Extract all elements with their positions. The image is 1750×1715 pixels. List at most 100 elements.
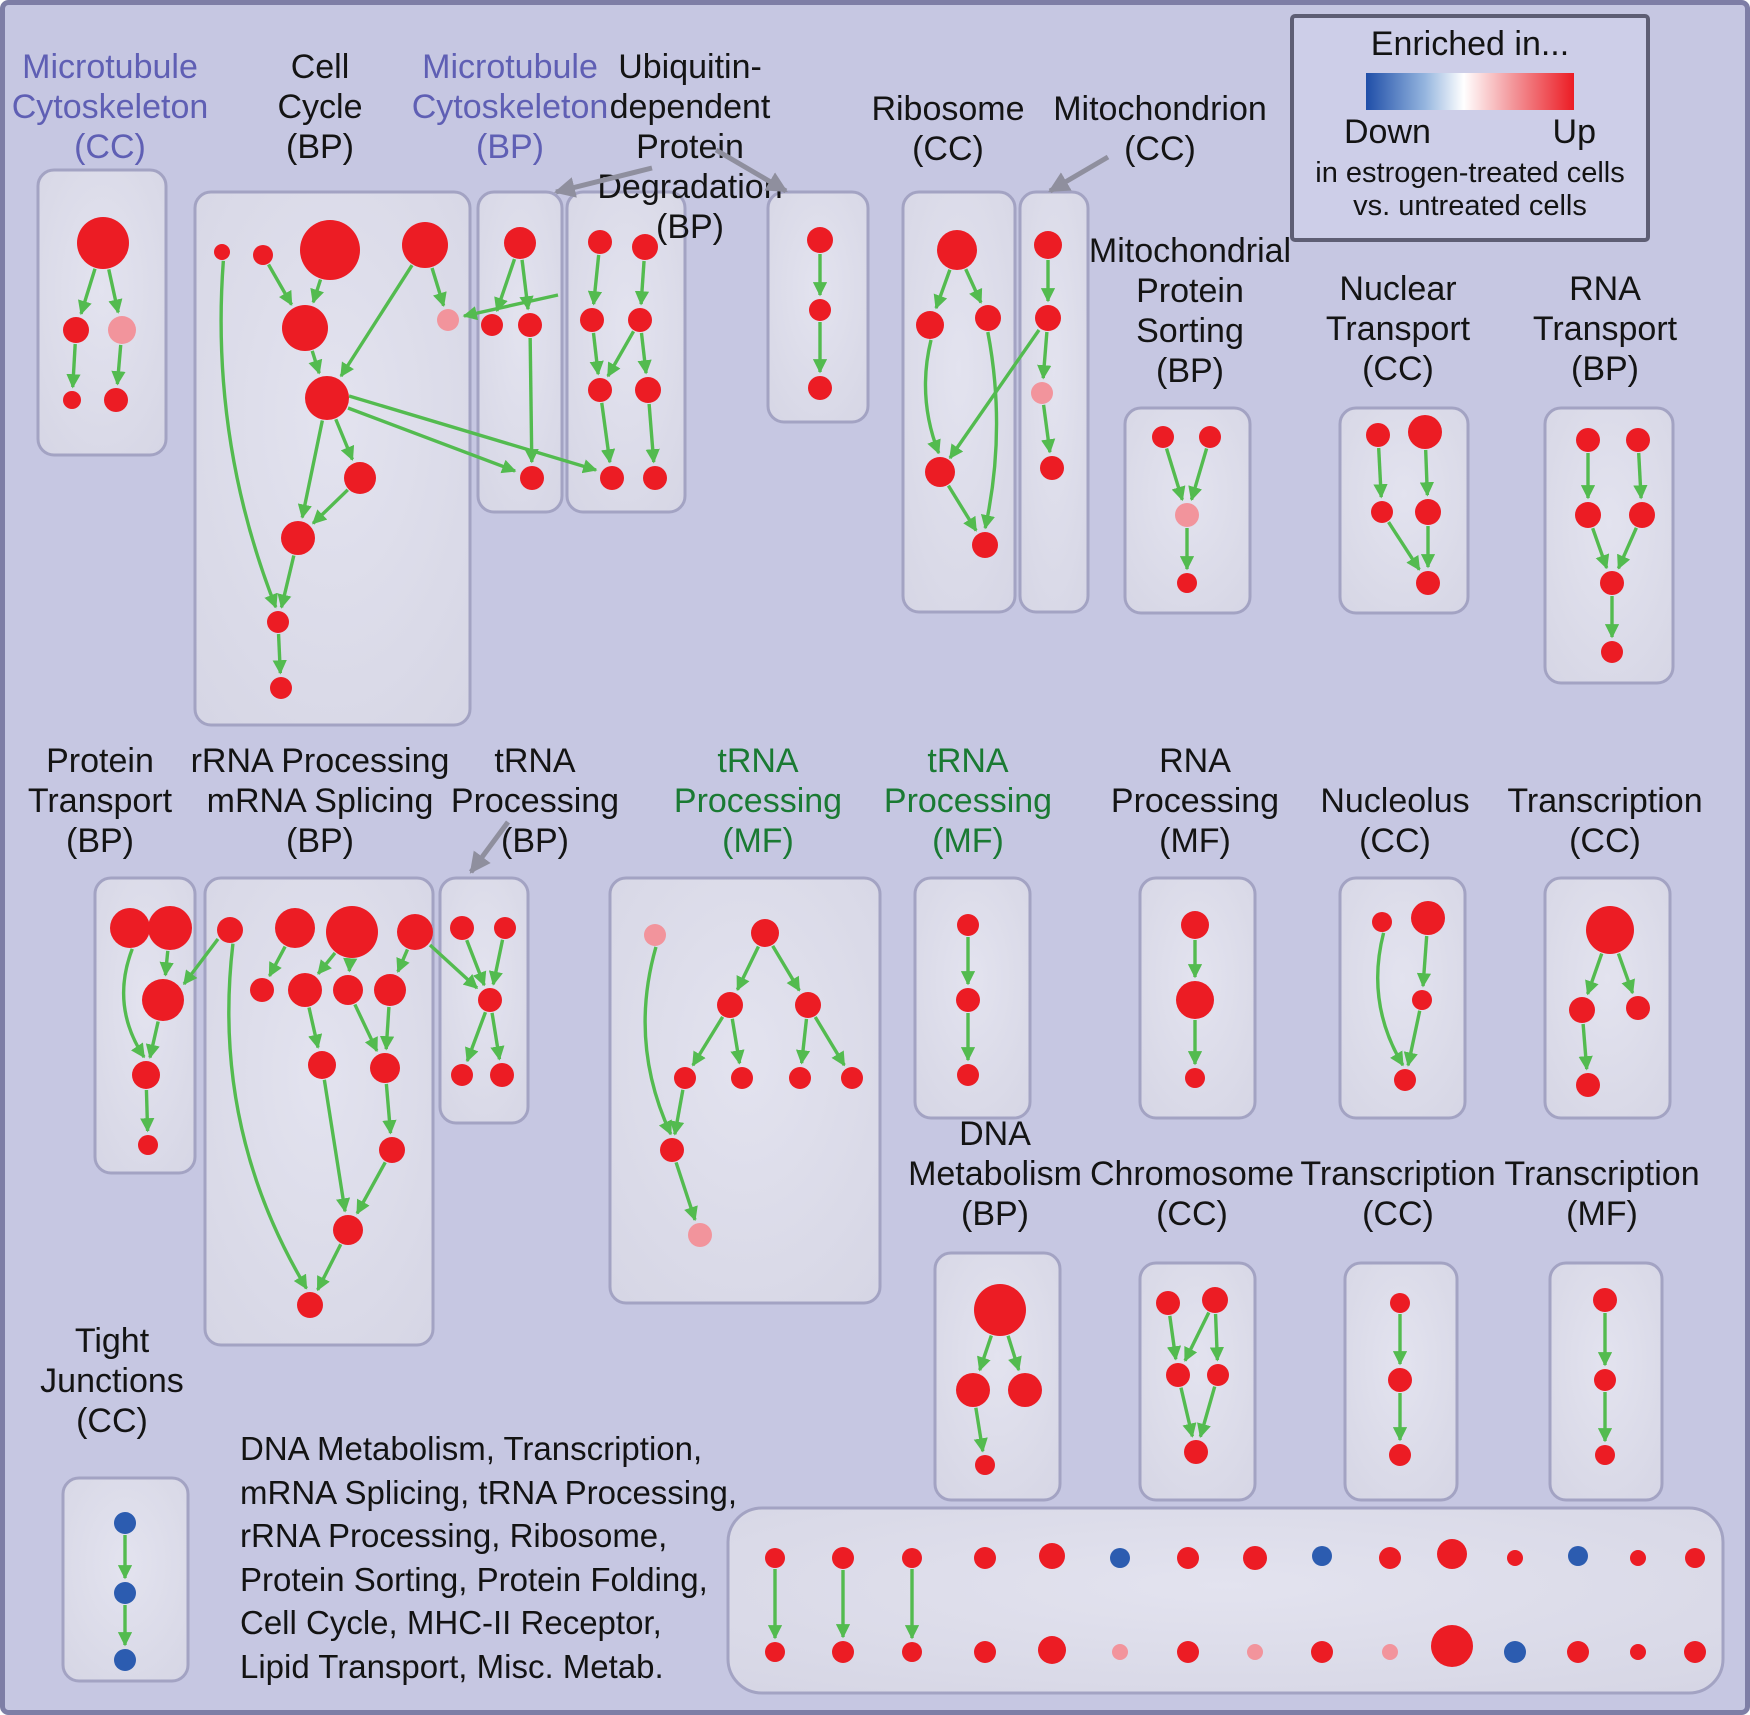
- gene-node-red: [1394, 1069, 1416, 1091]
- gene-node-pink: [437, 309, 459, 331]
- footnote-line-6: Lipid Transport, Misc. Metab.: [240, 1647, 664, 1685]
- legend: Enriched in... Down Up in estrogen-treat…: [1290, 14, 1650, 242]
- edge-arrow: [1585, 953, 1604, 996]
- label-pointer-arrow: [1048, 154, 1110, 194]
- gene-node-red: [1202, 1287, 1228, 1313]
- gene-node-red: [1181, 911, 1209, 939]
- gene-node-red: [481, 314, 503, 336]
- gene-node-red: [1575, 502, 1601, 528]
- gene-node-red: [632, 234, 658, 260]
- gene-node-red: [937, 230, 977, 270]
- gene-node-red: [1152, 426, 1174, 448]
- gene-node-pink: [1382, 1644, 1398, 1660]
- gene-node-red: [77, 217, 129, 269]
- edge-arrow: [353, 1003, 379, 1053]
- gene-node-red: [110, 908, 150, 948]
- edge-arrow: [795, 1018, 811, 1065]
- edge-arrow: [490, 1012, 505, 1061]
- gene-node-red: [975, 305, 1001, 331]
- edge-arrow: [277, 555, 296, 609]
- edge-arrow: [946, 484, 978, 532]
- edge-arrow: [1616, 952, 1635, 995]
- gene-node-red: [253, 245, 273, 265]
- gene-node-red: [1207, 1364, 1229, 1386]
- gene-node-red: [1576, 428, 1600, 452]
- edge-arrow: [430, 267, 447, 308]
- edge-arrow: [310, 279, 324, 304]
- edge-arrow: [973, 1407, 988, 1453]
- gene-node-red: [1408, 415, 1442, 449]
- edge-arrow: [322, 1079, 351, 1213]
- label-pointer-arrow: [553, 165, 653, 198]
- legend-gradient-bar: [1366, 73, 1574, 110]
- footnote-line-2: mRNA Splicing, tRNA Processing,: [240, 1473, 738, 1511]
- cross-cluster-edge-arrow: [182, 937, 220, 986]
- cluster-label-chromosome-cc: Chromosome(CC): [1090, 1155, 1294, 1233]
- gene-node-red: [1039, 1543, 1065, 1569]
- edge-arrow: [272, 633, 287, 675]
- cross-cluster-edge-arrow: [462, 293, 559, 321]
- gene-node-red: [1176, 981, 1214, 1019]
- edge-arrow: [730, 1018, 745, 1065]
- node-layer: [63, 217, 1706, 1671]
- edge-arrow: [587, 254, 603, 306]
- edge-arrow: [813, 1016, 846, 1067]
- gene-node-red: [972, 532, 998, 558]
- edge-arrow: [494, 258, 517, 313]
- gene-node-red: [308, 1051, 336, 1079]
- gene-node-red: [1567, 1641, 1589, 1663]
- gene-node-red: [1243, 1546, 1267, 1570]
- cross-cluster-edge-arrow: [347, 406, 517, 474]
- gene-node-red: [1416, 571, 1440, 595]
- edge-arrow: [316, 1243, 343, 1292]
- gene-node-red: [1595, 1445, 1615, 1465]
- edge-arrow: [1633, 452, 1648, 500]
- gene-node-red: [148, 906, 192, 950]
- gene-node-red: [1040, 456, 1064, 480]
- gene-node-red: [1431, 1625, 1473, 1667]
- edge-arrow: [643, 946, 673, 1136]
- edge-arrow: [66, 343, 81, 389]
- edge-arrow: [691, 1016, 725, 1067]
- edge-arrow: [1164, 447, 1186, 502]
- gene-node-red: [1626, 428, 1650, 452]
- edge-arrow: [980, 331, 999, 530]
- gene-node-red: [1166, 1363, 1190, 1387]
- edge-arrow: [121, 948, 146, 1059]
- cluster-box-microtubule-cytoskeleton-cc: [36, 168, 168, 457]
- edge-arrow: [78, 268, 97, 316]
- gene-node-red: [104, 388, 128, 412]
- edge-layer: [66, 254, 1648, 1647]
- gene-node-blue: [114, 1512, 136, 1534]
- gene-node-red: [1630, 1644, 1646, 1660]
- legend-down-label: Down: [1344, 113, 1431, 151]
- gene-node-red: [1586, 906, 1634, 954]
- gene-node-red: [1389, 1444, 1411, 1466]
- gene-node-red: [795, 992, 821, 1018]
- gene-node-red: [717, 992, 743, 1018]
- legend-title: Enriched in...: [1370, 25, 1570, 63]
- gene-node-red: [250, 978, 274, 1002]
- edge-arrow: [670, 1089, 685, 1136]
- gene-node-red: [974, 1641, 996, 1663]
- gene-node-blue: [1312, 1546, 1332, 1566]
- gene-node-red: [588, 230, 612, 254]
- gene-node-red: [731, 1067, 753, 1089]
- edge-arrow: [771, 945, 801, 992]
- gene-node-red: [974, 1284, 1026, 1336]
- edge-arrow: [465, 1011, 488, 1063]
- cluster-label-transcription-cc-lower: Transcription(CC): [1300, 1155, 1495, 1233]
- edge-arrow: [488, 939, 505, 986]
- gene-node-red: [1437, 1539, 1467, 1569]
- legend-up-label: Up: [1552, 113, 1596, 151]
- gene-node-red: [1008, 1373, 1042, 1407]
- gene-node-red: [281, 521, 315, 555]
- gene-node-red: [902, 1548, 922, 1568]
- gene-node-red: [674, 1067, 696, 1089]
